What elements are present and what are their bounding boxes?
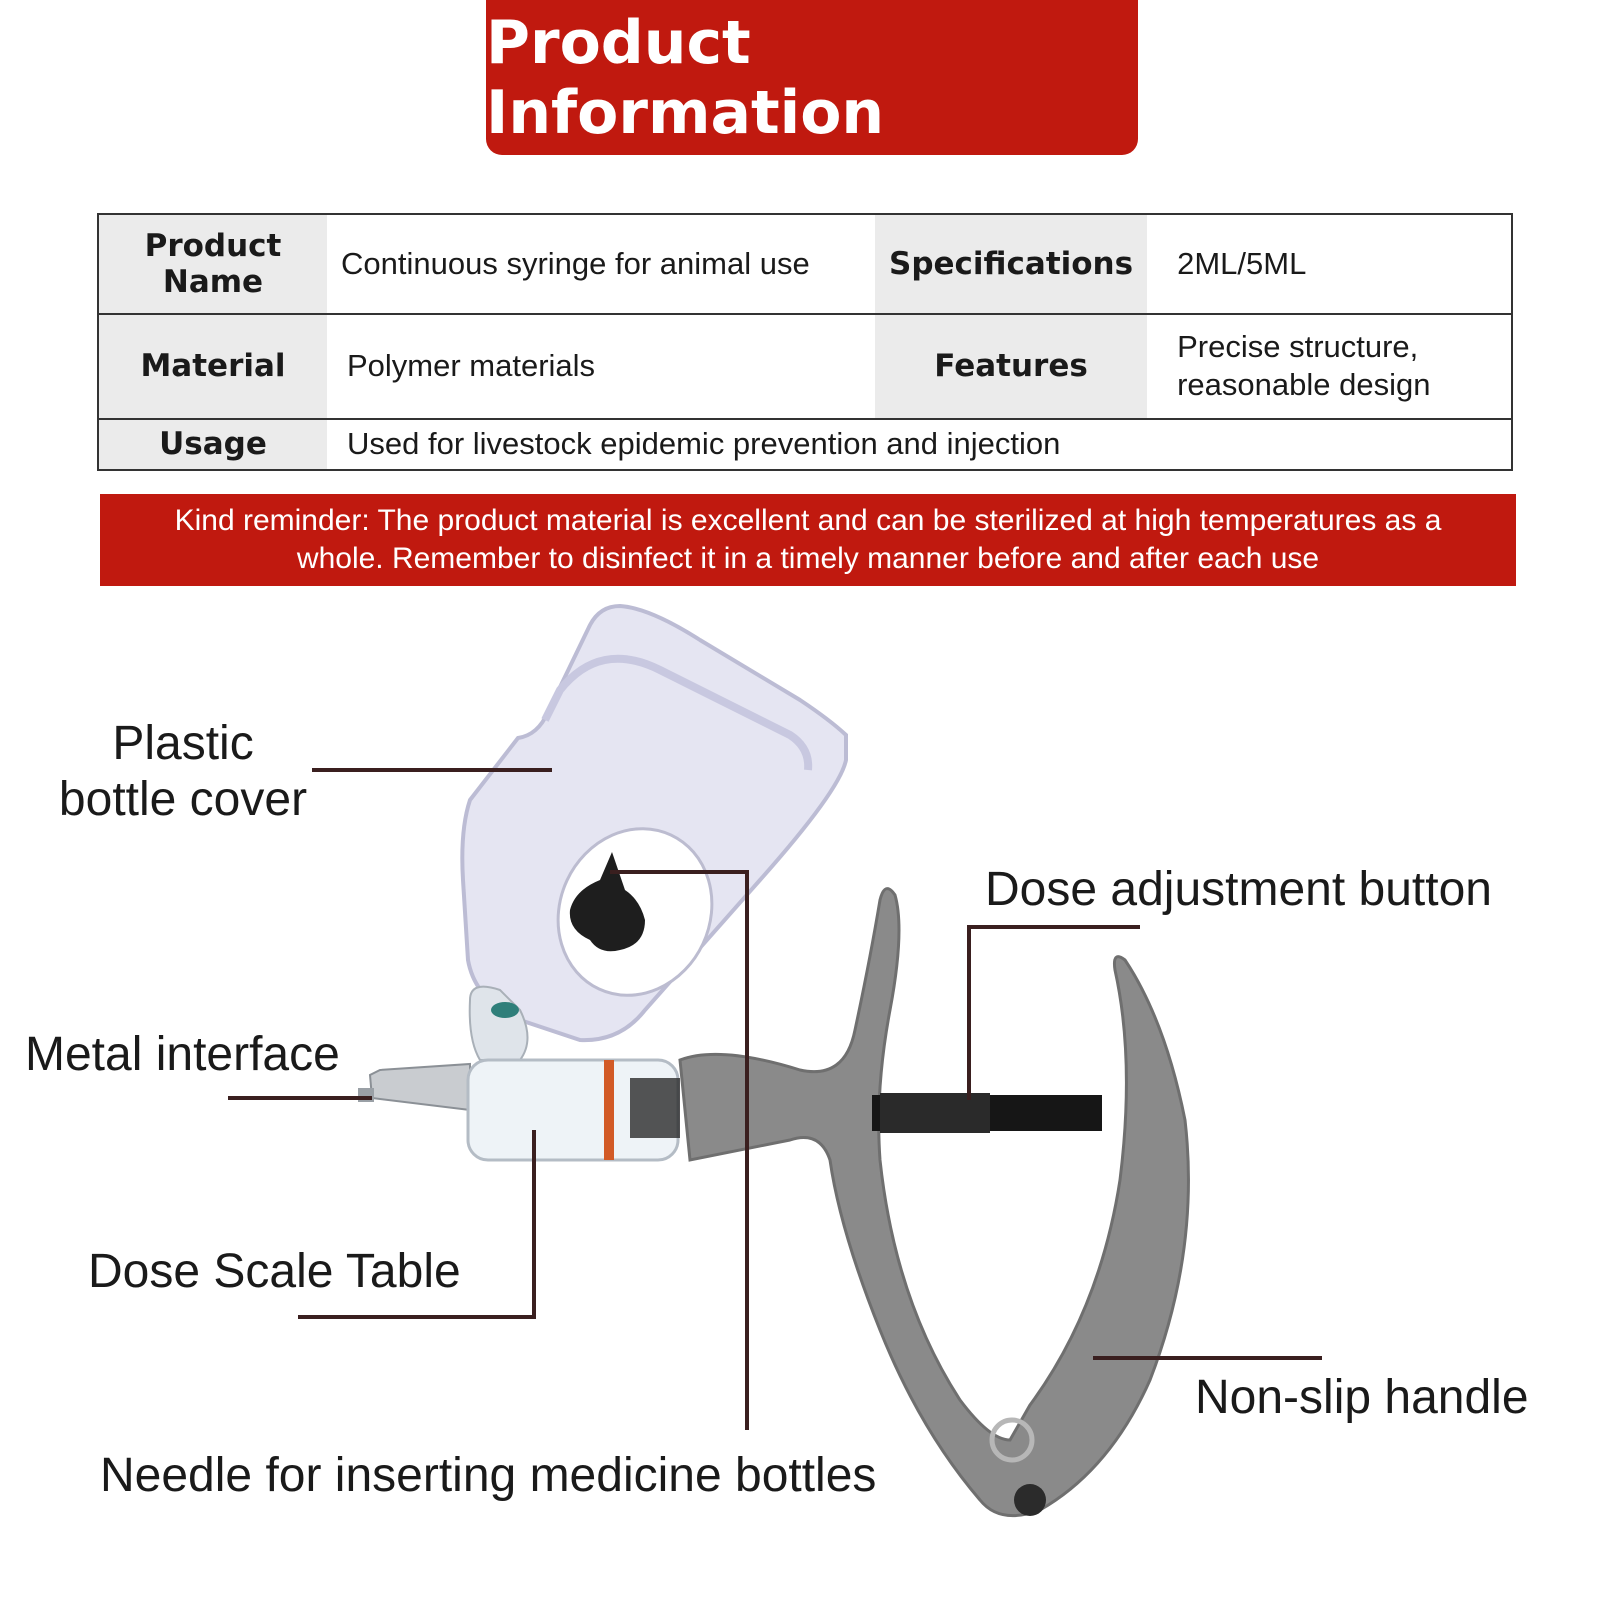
callout-bottle-cover: Plastic bottle cover — [58, 717, 308, 826]
table-label: Material — [98, 312, 327, 419]
table-value: Continuous syringe for animal use — [327, 214, 875, 314]
table-row: Product Name Continuous syringe for anim… — [98, 214, 1512, 314]
table-row: Usage Used for livestock epidemic preven… — [98, 417, 1512, 470]
callout-dose-scale: Dose Scale Table — [88, 1245, 461, 1298]
table-label: Usage — [98, 417, 327, 470]
page-title: Product Information — [486, 7, 885, 148]
table-label: Product Name — [98, 214, 327, 314]
bottle-cover-icon — [460, 603, 848, 1043]
table-label: Features — [875, 312, 1148, 419]
leader-line-needle — [610, 870, 749, 1430]
dose-scale-icon — [466, 1058, 680, 1162]
leader-lines — [228, 768, 1322, 1430]
leader-line-dose-adjustment — [967, 925, 1140, 1100]
table-label: Specifications — [875, 214, 1148, 314]
table-value: Used for livestock epidemic prevention a… — [327, 417, 1512, 470]
handle-icon — [678, 887, 1190, 1518]
leader-line-dose-scale — [298, 1130, 536, 1319]
table-row: Material Polymer materials Features Prec… — [98, 312, 1512, 419]
callout-non-slip: Non-slip handle — [1195, 1371, 1529, 1424]
page-title-banner: Product Information — [486, 0, 1138, 155]
reminder-text: Kind reminder: The product material is e… — [174, 504, 1442, 575]
product-info-table: Product Name Continuous syringe for anim… — [97, 213, 1513, 471]
callout-metal-interface: Metal interface — [25, 1028, 340, 1081]
table-value: Precise structure, reasonable design — [1147, 312, 1512, 419]
table-value: Polymer materials — [327, 312, 875, 419]
kind-reminder-banner: Kind reminder: The product material is e… — [100, 494, 1516, 586]
callout-needle: Needle for inserting medicine bottles — [100, 1449, 877, 1502]
table-value: 2ML/5ML — [1147, 214, 1512, 314]
callout-dose-adjustment: Dose adjustment button — [985, 863, 1492, 916]
